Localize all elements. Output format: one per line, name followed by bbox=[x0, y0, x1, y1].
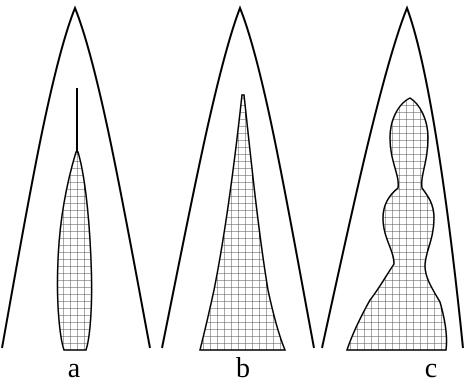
panel-a bbox=[1, 5, 151, 351]
panel-label-c: c bbox=[424, 353, 438, 384]
panel-b bbox=[161, 5, 315, 351]
panel-label-a: a bbox=[67, 353, 81, 384]
panel-label-b: b bbox=[236, 353, 250, 384]
panel-c bbox=[321, 5, 464, 351]
leaf-outline-b bbox=[161, 5, 315, 349]
mesh-region-b bbox=[199, 94, 287, 351]
leaf-outline-a bbox=[1, 5, 151, 349]
leaf-outline-c bbox=[321, 5, 464, 349]
mesh-region-a bbox=[56, 151, 93, 351]
mesh-region-c bbox=[345, 97, 448, 351]
